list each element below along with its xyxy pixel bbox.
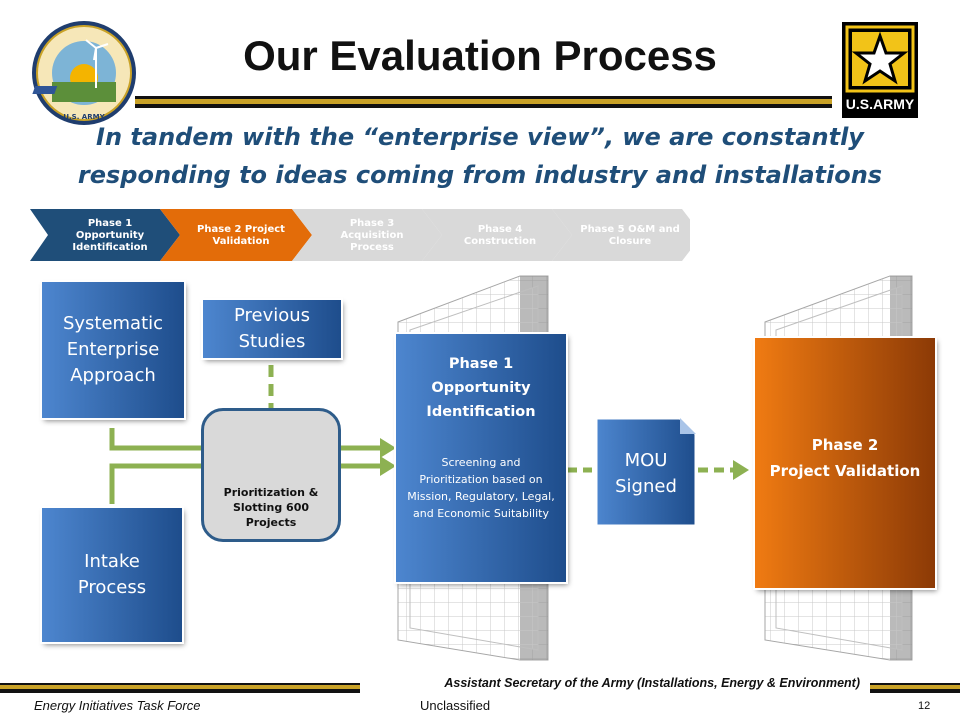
mou-label: MOU Signed xyxy=(615,450,677,497)
phase-chevron-4 xyxy=(422,209,572,261)
footer-classification: Unclassified xyxy=(420,698,491,713)
phase2-title: Phase 2 xyxy=(811,436,879,454)
phase-chevron-label-3: Phase 3 Acquisition Process xyxy=(340,218,404,253)
phase-chevron-label-4: Phase 4 Construction xyxy=(463,224,537,247)
prioritization-box: Prioritization & Slotting 600 Projects xyxy=(201,408,341,542)
page-subtitle: In tandem with the “enterprise view”, we… xyxy=(77,123,883,189)
phase-chevron-label-1: Phase 1 Opportunity Identification xyxy=(72,218,148,253)
phase-chevron-3 xyxy=(292,209,442,261)
prioritization-label: Prioritization & Slotting 600 Projects xyxy=(223,486,319,529)
mou-signed-box: MOU Signed xyxy=(596,418,696,526)
phase-chevron-5 xyxy=(552,209,690,261)
page-title: Our Evaluation Process xyxy=(243,32,717,79)
intake-label: Intake Process xyxy=(77,551,147,598)
systematic-enterprise-approach-box: Systematic Enterprise Approach xyxy=(42,282,184,418)
phase2-subtitle: Project Validation xyxy=(769,462,921,480)
eitf-seal-logo: U.S. ARMY xyxy=(20,18,148,128)
phase-chevron-2 xyxy=(160,209,312,261)
phase2-box: Phase 2 Project Validation xyxy=(755,338,935,588)
systematic-label: Systematic Enterprise Approach xyxy=(62,313,164,386)
previous-studies-box: Previous Studies xyxy=(203,300,341,358)
intake-process-box: Intake Process xyxy=(42,508,182,642)
seal-bottom-text: U.S. ARMY xyxy=(63,113,105,121)
phase1-title: Phase 1 Opportunity Identification xyxy=(426,356,536,420)
header-stripe-gold xyxy=(135,99,832,104)
footer-stripe-left-gold xyxy=(0,685,360,689)
footer-left-text: Energy Initiatives Task Force xyxy=(34,698,201,713)
phase-chevron-1 xyxy=(30,209,180,261)
phase-chevron-label-2: Phase 2 Project Validation xyxy=(197,224,285,247)
page-number: 12 xyxy=(918,700,931,712)
army-logo-text: U.S.ARMY xyxy=(845,96,915,112)
footer-stripe-right-gold xyxy=(870,685,960,689)
phase1-box: Phase 1 Opportunity Identification Scree… xyxy=(396,334,566,582)
phase-chevron-bar: Phase 1 Opportunity Identification Phase… xyxy=(30,205,690,265)
phase1-body: Screening and Prioritization based on Mi… xyxy=(407,456,555,520)
us-army-logo: U.S.ARMY xyxy=(842,22,918,118)
previous-studies-label: Previous Studies xyxy=(233,305,311,352)
footer-organization: Assistant Secretary of the Army (Install… xyxy=(444,676,860,690)
phase-chevron-label-5: Phase 5 O&M and Closure xyxy=(580,224,680,247)
